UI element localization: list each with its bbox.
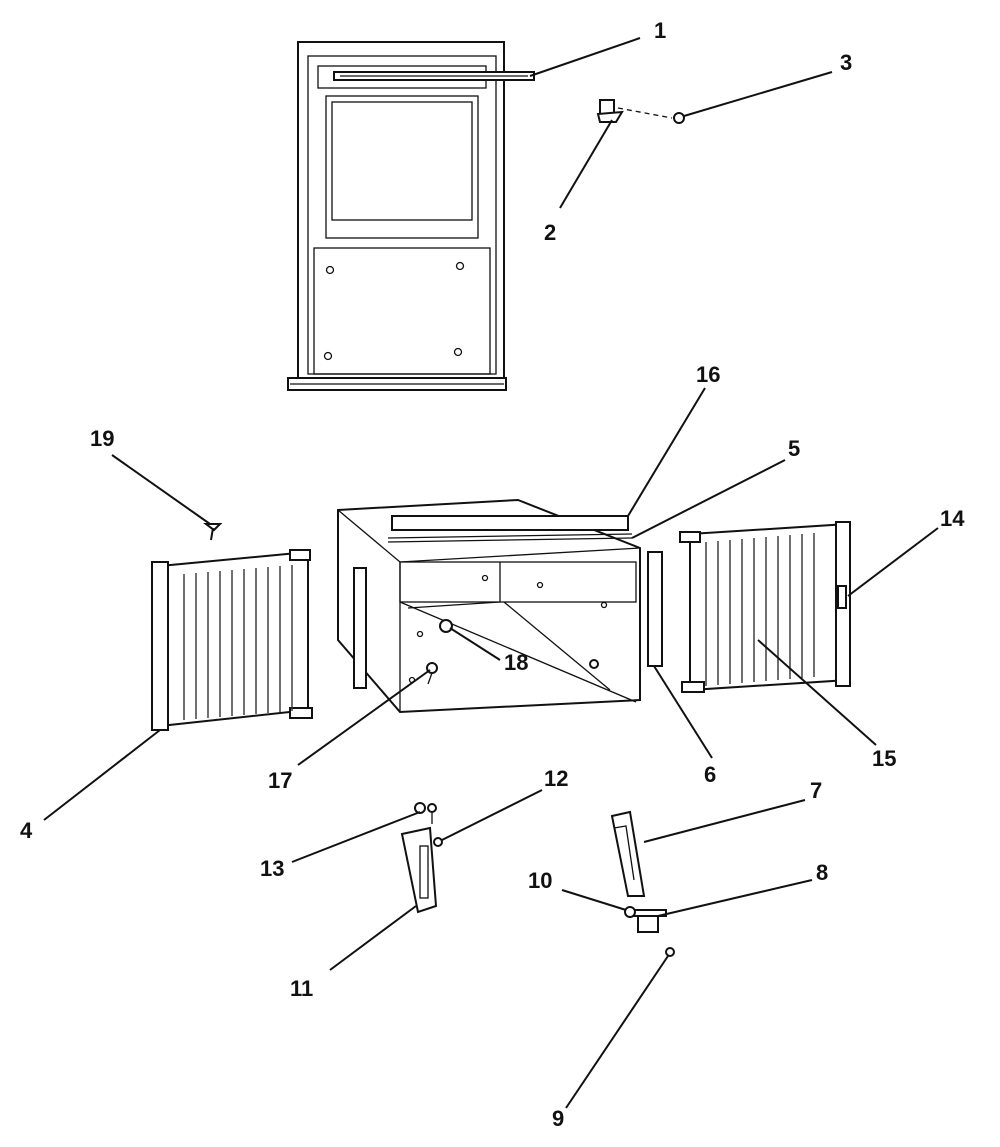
part-14-latch bbox=[837, 585, 847, 609]
part-12-washer bbox=[433, 837, 443, 847]
callout-4: 4 bbox=[20, 818, 33, 843]
part-9-screw bbox=[665, 947, 675, 957]
callout-15: 15 bbox=[872, 746, 896, 771]
callout-12: 12 bbox=[544, 766, 568, 791]
callout-9: 9 bbox=[552, 1106, 564, 1131]
part-15-right-curtain bbox=[679, 521, 851, 693]
part-19-screw bbox=[203, 523, 223, 541]
part-11-support-bracket bbox=[400, 826, 438, 914]
part-3-screw bbox=[673, 112, 685, 124]
part-7-support-bracket bbox=[610, 810, 646, 897]
part-6-side-strip bbox=[647, 551, 663, 667]
callout-11: 11 bbox=[290, 976, 313, 1001]
part-13-bolt bbox=[414, 802, 437, 824]
callout-2: 2 bbox=[544, 220, 556, 245]
callout-8: 8 bbox=[816, 860, 828, 885]
cabinet-sleeve bbox=[337, 498, 641, 714]
callout-labels: 1 2 3 4 5 6 7 8 9 10 11 12 13 14 15 16 1… bbox=[20, 18, 965, 1131]
callout-1: 1 bbox=[654, 18, 666, 43]
callout-17: 17 bbox=[268, 768, 292, 793]
window-panel bbox=[287, 41, 507, 391]
callout-5: 5 bbox=[788, 436, 800, 461]
callout-16: 16 bbox=[696, 362, 720, 387]
callout-18: 18 bbox=[504, 650, 528, 675]
part-2-bracket bbox=[596, 99, 624, 123]
callout-3: 3 bbox=[840, 50, 852, 75]
leader-lines bbox=[43, 37, 939, 1109]
part-8-clip bbox=[633, 909, 667, 933]
callout-14: 14 bbox=[940, 506, 965, 531]
part-18-screw bbox=[439, 619, 453, 633]
callout-6: 6 bbox=[704, 762, 716, 787]
part-5-top-channel bbox=[387, 533, 633, 543]
part-1-top-rail bbox=[333, 71, 535, 81]
left-side-strip bbox=[353, 567, 367, 689]
part-16-top-rail bbox=[391, 515, 629, 531]
part-10-washer bbox=[624, 906, 636, 918]
callout-10: 10 bbox=[528, 868, 552, 893]
callout-7: 7 bbox=[810, 778, 822, 803]
part-4-left-curtain bbox=[151, 549, 313, 731]
callout-13: 13 bbox=[260, 856, 284, 881]
callout-19: 19 bbox=[90, 426, 114, 451]
